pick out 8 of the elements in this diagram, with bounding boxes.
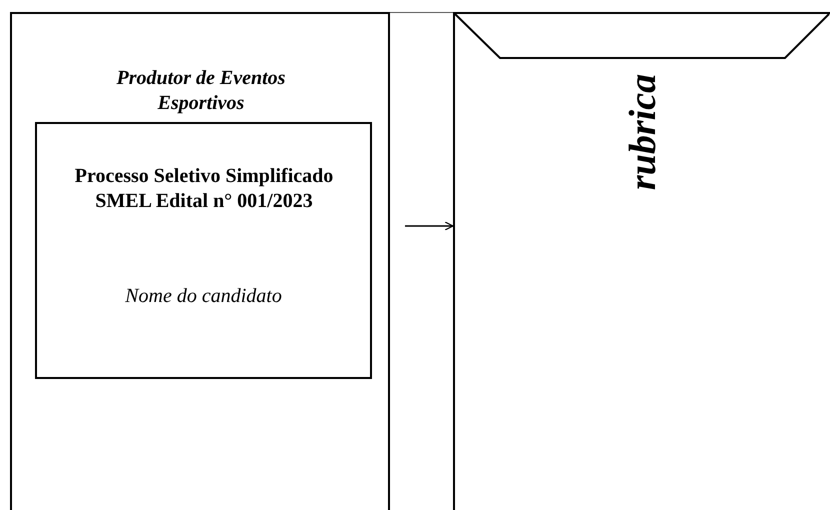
title-text: Processo Seletivo Simplificado SMEL Edital n° 001/2023 <box>74 164 334 214</box>
signature-text: rubrica <box>623 74 663 190</box>
form-panel <box>10 12 390 510</box>
label-box <box>35 122 372 379</box>
envelope-panel <box>453 12 830 510</box>
heading-text: Produtor de Eventos Esportivos <box>116 66 286 116</box>
arrow <box>405 221 454 231</box>
name-text: Nome do candidato <box>124 284 283 309</box>
